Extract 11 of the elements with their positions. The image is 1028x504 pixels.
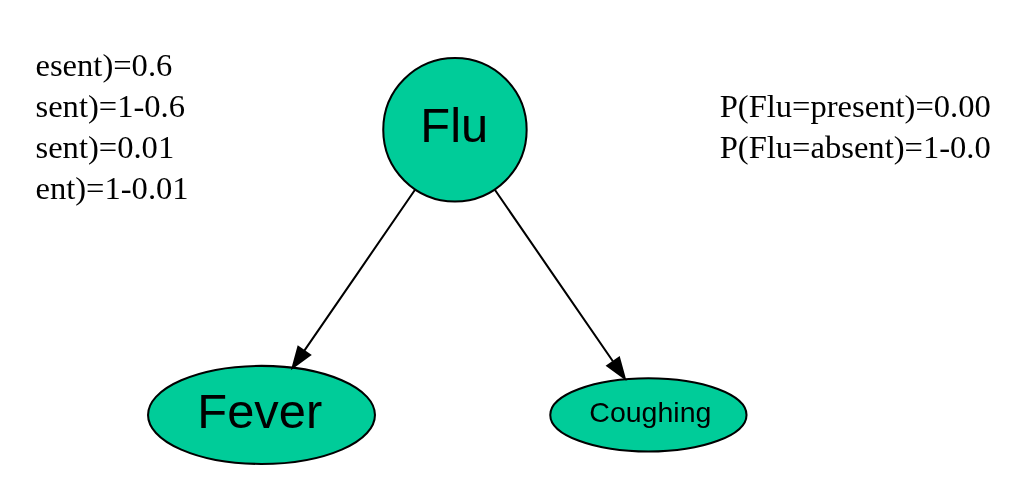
arrow xyxy=(494,189,627,382)
label: ent)=1-0.01 xyxy=(35,169,189,206)
label: sent)=0.01 xyxy=(35,128,175,165)
node-ellipse: Fever xyxy=(147,364,376,465)
label: P(Flu=present)=0.00 xyxy=(719,88,991,125)
label: sent)=1-0.6 xyxy=(35,88,186,125)
arrow xyxy=(290,189,416,371)
node-ellipse: Coughing xyxy=(549,377,748,453)
label: esent)=0.6 xyxy=(35,47,173,84)
label: P(Flu=absent)=1-0.0 xyxy=(719,128,991,165)
node-circle: Flu xyxy=(382,57,528,203)
